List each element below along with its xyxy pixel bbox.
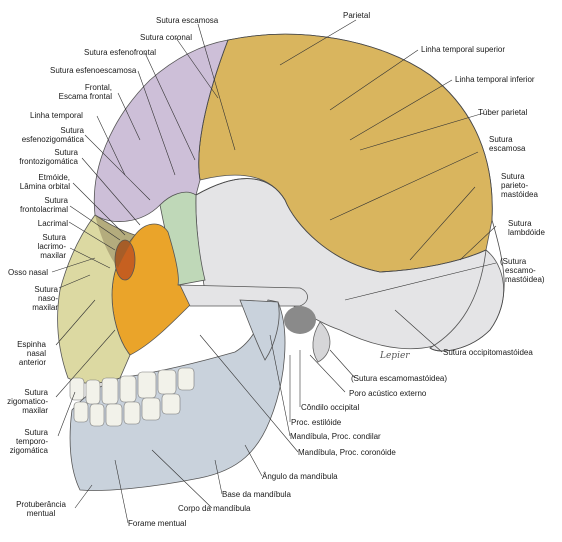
- label-angulo-mandibula: Ângulo da mandíbula: [262, 472, 338, 481]
- label-etmoide-2: Lâmina orbital: [19, 182, 70, 191]
- label-lacrimo-3: maxilar: [40, 251, 66, 260]
- label-parieto-2: parieto-: [501, 181, 529, 190]
- label-sutura-escamomastoidea: (Sutura escamomastóidea): [351, 374, 448, 383]
- label-nasomaxilar-1: Sutura: [34, 285, 58, 294]
- label-osso-nasal: Osso nasal: [8, 268, 49, 277]
- mastoid-process: [312, 321, 331, 363]
- label-linha-temporal-inferior: Linha temporal inferior: [455, 75, 535, 84]
- label-parieto-3: mastóidea: [501, 190, 538, 199]
- label-sutura-escamosa-r2: escamosa: [489, 144, 526, 153]
- label-temporozigomatica-1: Sutura: [24, 428, 48, 437]
- label-linha-temporal-superior: Linha temporal superior: [421, 45, 506, 54]
- label-sutura-occipitomastoidea: Sutura occipitomastóidea: [443, 348, 533, 357]
- label-sutura-escamosa-r1: Sutura: [489, 135, 513, 144]
- label-espinha-3: anterior: [18, 358, 46, 367]
- label-escamo-mastoidea-3: mastóidea): [505, 275, 545, 284]
- label-frontozigomatica-1: Sutura: [54, 148, 78, 157]
- label-corpo-mandibula: Corpo da mandíbula: [178, 504, 251, 513]
- label-parietal: Parietal: [343, 11, 371, 20]
- label-zigomaticomaxilar-2: zigomatico-: [7, 397, 48, 406]
- label-sutura-esfenoescamosa: Sutura esfenoescamosa: [50, 66, 137, 75]
- label-proc-estiloide: Proc. estilóide: [291, 418, 342, 427]
- label-linha-temporal: Linha temporal: [30, 111, 83, 120]
- label-lacrimo-2: lacrimo-: [37, 242, 66, 251]
- label-frontozigomatica-2: frontozigomática: [19, 157, 78, 166]
- label-frontolacrimal-2: frontolacrimal: [19, 205, 68, 214]
- mandible-ramus: [239, 299, 280, 361]
- label-lacrimal: Lacrimal: [37, 219, 68, 228]
- label-etmoide-1: Etmóide,: [38, 173, 70, 182]
- label-lambdoide-1: Sutura: [508, 219, 532, 228]
- label-esfenozigomatica-1: Sutura: [60, 126, 84, 135]
- label-lacrimo-1: Sutura: [42, 233, 66, 242]
- label-sutura-coronal: Sutura coronal: [140, 33, 193, 42]
- label-nasomaxilar-3: maxilar: [32, 303, 58, 312]
- label-sutura-esfenofrontal: Sutura esfenofrontal: [84, 48, 157, 57]
- lacrimal-bone: [114, 239, 136, 281]
- label-poro-acustico: Poro acústico externo: [349, 389, 427, 398]
- label-protuberancia-2: mentual: [26, 509, 56, 518]
- label-temporozigomatica-3: zigomática: [9, 446, 48, 455]
- external-acoustic-pore: [284, 306, 316, 334]
- label-zigomaticomaxilar-3: maxilar: [22, 406, 48, 415]
- teeth: [69, 367, 195, 427]
- orbit: [95, 215, 135, 268]
- label-tuber-parietal: Túber parietal: [478, 108, 528, 117]
- label-protuberancia-1: Protuberância: [16, 500, 66, 509]
- artist-signature: Lepier: [379, 351, 410, 361]
- label-forame-mentual: Forame mentual: [128, 519, 187, 528]
- label-frontal-1: Frontal,: [84, 83, 112, 92]
- label-espinha-2: nasal: [26, 349, 46, 358]
- label-lambdoide-2: lambdóide: [508, 228, 545, 237]
- label-base-mandibula: Base da mandíbula: [222, 490, 291, 499]
- label-esfenozigomatica-2: esfenozigomática: [21, 135, 84, 144]
- label-frontolacrimal-1: Sutura: [44, 196, 68, 205]
- label-espinha-1: Espinha: [17, 340, 46, 349]
- label-nasomaxilar-2: naso-: [37, 294, 58, 303]
- label-frontal-2: Escama frontal: [58, 92, 112, 101]
- label-mandibula-condilar: Mandíbula, Proc. condilar: [290, 432, 381, 441]
- label-condilo-occipital: Côndilo occipital: [301, 403, 360, 412]
- label-mandibula-coronoide: Mandíbula, Proc. coronóide: [298, 448, 396, 457]
- label-zigomaticomaxilar-1: Sutura: [24, 388, 48, 397]
- label-parieto-1: Sutura: [501, 172, 525, 181]
- label-temporozigomatica-2: temporo-: [15, 437, 48, 446]
- leader-lines: [51, 19, 497, 524]
- bone-outlines: [195, 33, 505, 352]
- zygomatic-arch: [179, 284, 308, 307]
- label-escamo-mastoidea-2: escamo-: [505, 266, 536, 275]
- label-sutura-escamosa: Sutura escamosa: [156, 16, 219, 25]
- label-escamo-mastoidea-1: (Sutura: [500, 257, 527, 266]
